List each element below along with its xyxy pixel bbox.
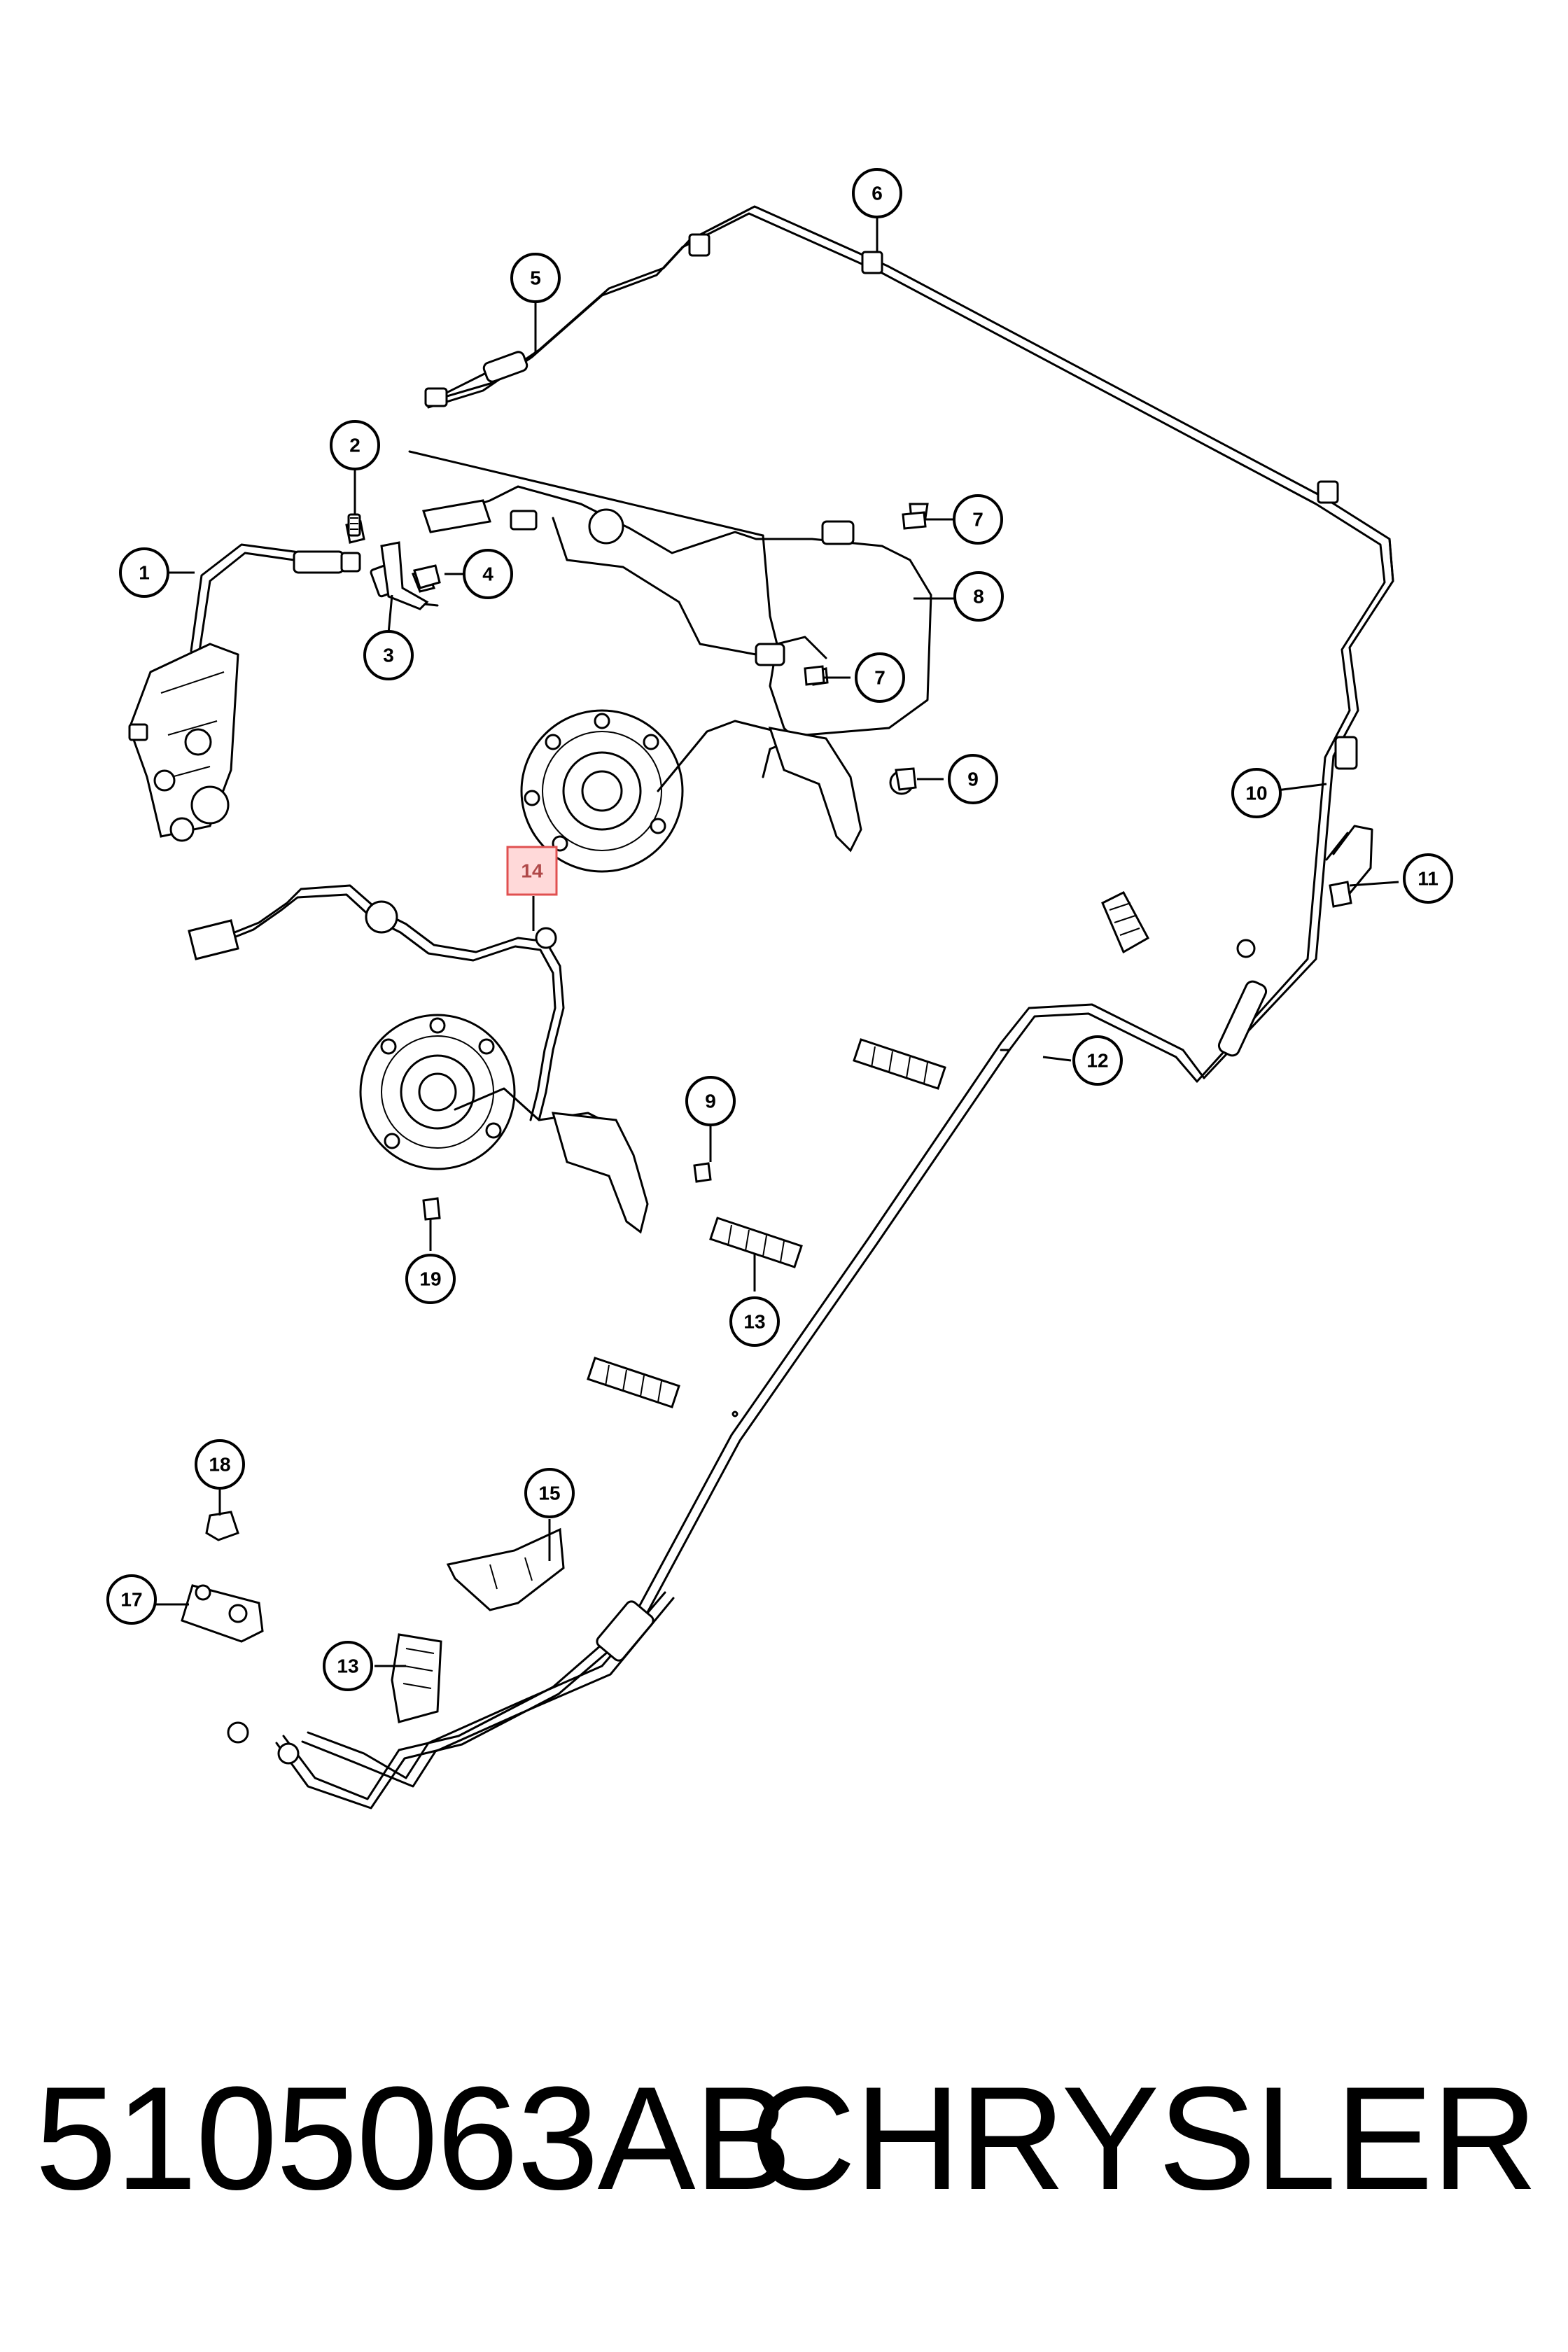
- callout-6[interactable]: 6: [852, 168, 902, 218]
- bracket-17-and-nut-18: [181, 1511, 264, 1643]
- heat-shield-15: [446, 1527, 565, 1611]
- callout-17[interactable]: 17: [106, 1574, 157, 1625]
- callout-1[interactable]: 1: [119, 547, 169, 598]
- callout-label: 14: [521, 860, 543, 882]
- callout-13-right[interactable]: 13: [729, 1296, 780, 1347]
- callout-label: 5: [530, 267, 541, 289]
- callout-label: 3: [383, 645, 394, 666]
- callout-18[interactable]: 18: [195, 1439, 245, 1490]
- callout-label: 4: [482, 564, 493, 585]
- callout-label: 13: [337, 1656, 358, 1677]
- callout-label: 12: [1086, 1050, 1108, 1072]
- callout-label: 18: [209, 1454, 230, 1476]
- brake-caliper: [128, 543, 361, 842]
- callout-leaders: [155, 214, 1399, 1667]
- callout-label: 17: [120, 1589, 142, 1611]
- callout-8[interactable]: 8: [953, 571, 1004, 622]
- callout-7-lower[interactable]: 7: [855, 652, 905, 703]
- lower-hub: [359, 1014, 649, 1234]
- callout-label: 11: [1418, 868, 1438, 890]
- callout-label: 2: [349, 435, 360, 456]
- callout-label: 7: [972, 509, 983, 531]
- callout-9-upper[interactable]: 9: [948, 754, 998, 804]
- callout-3[interactable]: 3: [363, 630, 414, 680]
- callout-13-left[interactable]: 13: [323, 1641, 373, 1691]
- part-19-nut: [422, 1197, 441, 1221]
- callout-label: 8: [973, 586, 984, 608]
- callout-label: 7: [874, 667, 886, 689]
- part-3-bracket: [380, 541, 429, 610]
- callout-label: 9: [967, 769, 979, 790]
- misc-fittings: [227, 233, 1358, 1765]
- callout-label: 9: [705, 1091, 716, 1112]
- callout-label: 19: [419, 1268, 441, 1290]
- callout-label: 13: [743, 1311, 765, 1333]
- footer: 5105063AB CHRYSLER: [0, 2051, 1568, 2226]
- callout-label: 6: [872, 183, 883, 204]
- main-brake-lines: [275, 205, 1394, 1809]
- small-brackets: [347, 513, 441, 610]
- upper-hub: [520, 709, 862, 873]
- part-number: 5105063AB: [35, 2056, 792, 2220]
- callout-9-lower[interactable]: 9: [685, 1076, 736, 1126]
- callout-14-highlighted[interactable]: 14: [506, 846, 558, 896]
- fasteners-9: [693, 767, 917, 1183]
- callout-2[interactable]: 2: [330, 420, 380, 470]
- callout-19[interactable]: 19: [405, 1254, 456, 1304]
- callout-11[interactable]: 11: [1403, 853, 1453, 904]
- callout-4[interactable]: 4: [463, 549, 513, 599]
- callout-10[interactable]: 10: [1231, 768, 1282, 818]
- sensor-harness: [188, 884, 565, 1121]
- part-4-nut: [413, 564, 441, 589]
- callout-label: 1: [139, 562, 150, 584]
- callout-label: 10: [1245, 783, 1267, 804]
- callout-15[interactable]: 15: [524, 1468, 575, 1518]
- brand-name: CHRYSLER: [750, 2056, 1538, 2220]
- line-clips-13: [391, 891, 1150, 1723]
- callout-12[interactable]: 12: [1072, 1035, 1123, 1086]
- callout-label: 15: [538, 1483, 560, 1504]
- callout-7-upper[interactable]: 7: [953, 494, 1003, 545]
- callout-5[interactable]: 5: [510, 253, 561, 303]
